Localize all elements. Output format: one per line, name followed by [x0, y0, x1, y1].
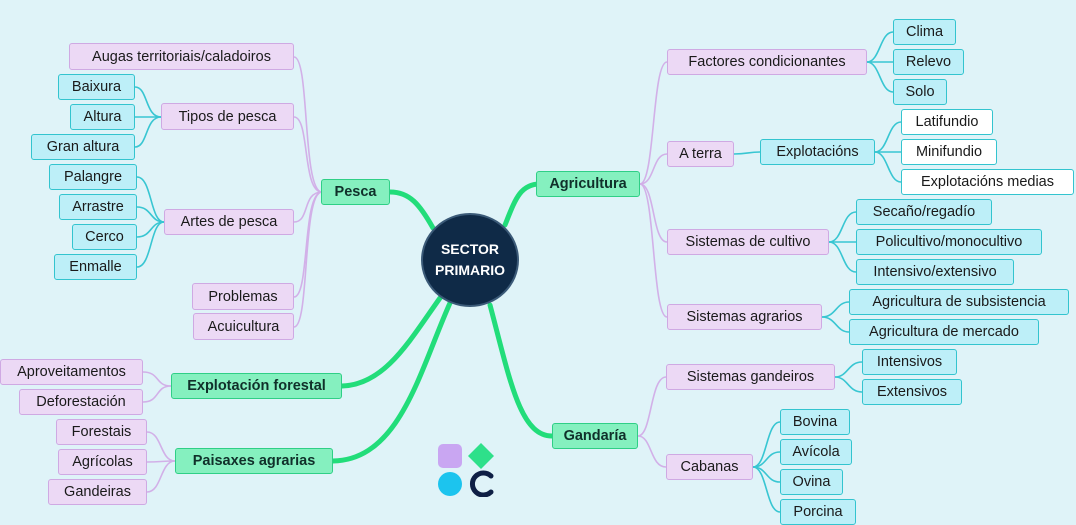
topic-paisaxes-agrarias[interactable]: Paisaxes agrarias	[175, 448, 333, 474]
node-ovina[interactable]: Ovina	[780, 469, 843, 495]
node-clima[interactable]: Clima	[893, 19, 956, 45]
topic-agricultura[interactable]: Agricultura	[536, 171, 640, 197]
node-avicola[interactable]: Avícola	[780, 439, 852, 465]
node-latifundio[interactable]: Latifundio	[901, 109, 993, 135]
node-aproveitamentos[interactable]: Aproveitamentos	[0, 359, 143, 385]
node-problemas[interactable]: Problemas	[192, 283, 294, 310]
node-agricultura-de-subsistencia[interactable]: Agricultura de subsistencia	[849, 289, 1069, 315]
node-explotacions-medias[interactable]: Explotacións medias	[901, 169, 1074, 195]
node-arrastre[interactable]: Arrastre	[59, 194, 137, 220]
node-artes-de-pesca[interactable]: Artes de pesca	[164, 209, 294, 235]
node-altura[interactable]: Altura	[70, 104, 135, 130]
node-baixura[interactable]: Baixura	[58, 74, 135, 100]
central-topic-line1: SECTOR	[440, 241, 500, 257]
node-deforestacion[interactable]: Deforestación	[19, 389, 143, 415]
node-a-terra[interactable]: A terra	[667, 141, 734, 167]
topic-pesca[interactable]: Pesca	[321, 179, 390, 205]
node-solo[interactable]: Solo	[893, 79, 947, 105]
node-factores-condicionantes[interactable]: Factores condicionantes	[667, 49, 867, 75]
node-extensivos[interactable]: Extensivos	[862, 379, 962, 405]
node-gandeiras[interactable]: Gandeiras	[48, 479, 147, 505]
node-minifundio[interactable]: Minifundio	[901, 139, 997, 165]
node-porcina[interactable]: Porcina	[780, 499, 856, 525]
connector-paisaxes	[330, 300, 453, 464]
node-palangre[interactable]: Palangre	[49, 164, 137, 190]
node-intensivo-extensivo[interactable]: Intensivo/extensivo	[856, 259, 1014, 285]
node-cerco[interactable]: Cerco	[72, 224, 137, 250]
connector-pesca	[387, 189, 436, 231]
node-policultivo-monocultivo[interactable]: Policultivo/monocultivo	[856, 229, 1042, 255]
topic-gandaria[interactable]: Gandaría	[552, 423, 638, 449]
node-agricultura-de-mercado[interactable]: Agricultura de mercado	[849, 319, 1039, 345]
node-augas-territoriais[interactable]: Augas territoriais/caladoiros	[69, 43, 294, 70]
node-secano-regadio[interactable]: Secaño/regadío	[856, 199, 992, 225]
node-gran-altura[interactable]: Gran altura	[31, 134, 135, 160]
topic-explotacion-forestal[interactable]: Explotación forestal	[171, 373, 342, 399]
node-tipos-de-pesca[interactable]: Tipos de pesca	[161, 103, 294, 130]
central-topic[interactable]: SECTOR PRIMARIO	[421, 213, 519, 307]
node-sistemas-de-cultivo[interactable]: Sistemas de cultivo	[667, 229, 829, 255]
connector-agricultura	[502, 181, 543, 228]
node-forestais[interactable]: Forestais	[56, 419, 147, 445]
node-relevo[interactable]: Relevo	[893, 49, 964, 75]
brand-logo-icon	[438, 443, 494, 497]
node-intensivos[interactable]: Intensivos	[862, 349, 957, 375]
connector-gandaria	[487, 302, 555, 439]
central-topic-line2: PRIMARIO	[435, 262, 505, 278]
node-agricolas[interactable]: Agrícolas	[58, 449, 147, 475]
node-cabanas[interactable]: Cabanas	[666, 454, 753, 480]
node-explotacions[interactable]: Explotacións	[760, 139, 875, 165]
node-acuicultura[interactable]: Acuicultura	[193, 313, 294, 340]
node-sistemas-agrarios[interactable]: Sistemas agrarios	[667, 304, 822, 330]
node-bovina[interactable]: Bovina	[780, 409, 850, 435]
node-sistemas-gandeiros[interactable]: Sistemas gandeiros	[666, 364, 835, 390]
connector-forestal	[339, 295, 443, 389]
node-enmalle[interactable]: Enmalle	[54, 254, 137, 280]
